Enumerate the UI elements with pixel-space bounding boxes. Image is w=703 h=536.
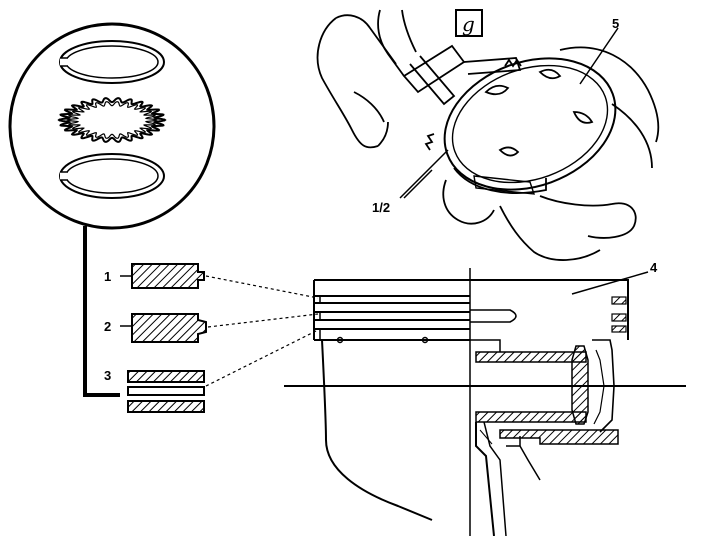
ring-pliers-illustration	[316, 9, 660, 261]
expander-ring-detail	[57, 97, 167, 143]
special-tool-symbol-icon: g	[455, 9, 483, 37]
circle-connector-line	[83, 226, 120, 397]
callout-tool-jaws: 1/2	[372, 200, 390, 215]
piston-leader-line	[571, 271, 649, 295]
top-ring-detail	[59, 40, 165, 84]
callout-ring-top: 1	[104, 269, 111, 284]
ring-1-section	[120, 263, 205, 289]
ring-set-detail-circle	[8, 22, 216, 230]
piston-section	[284, 268, 686, 536]
ring-2-section	[120, 313, 207, 343]
callout-piston: 4	[650, 260, 658, 275]
callout-ring-oil: 3	[104, 368, 111, 383]
callout-ring-second: 2	[104, 319, 111, 334]
ring-3-section	[127, 370, 205, 413]
callout-piston-top-view: 5	[612, 16, 619, 31]
groove-leader-lines	[205, 275, 319, 387]
lower-ring-detail	[59, 153, 165, 199]
svg-text:g: g	[462, 12, 475, 36]
